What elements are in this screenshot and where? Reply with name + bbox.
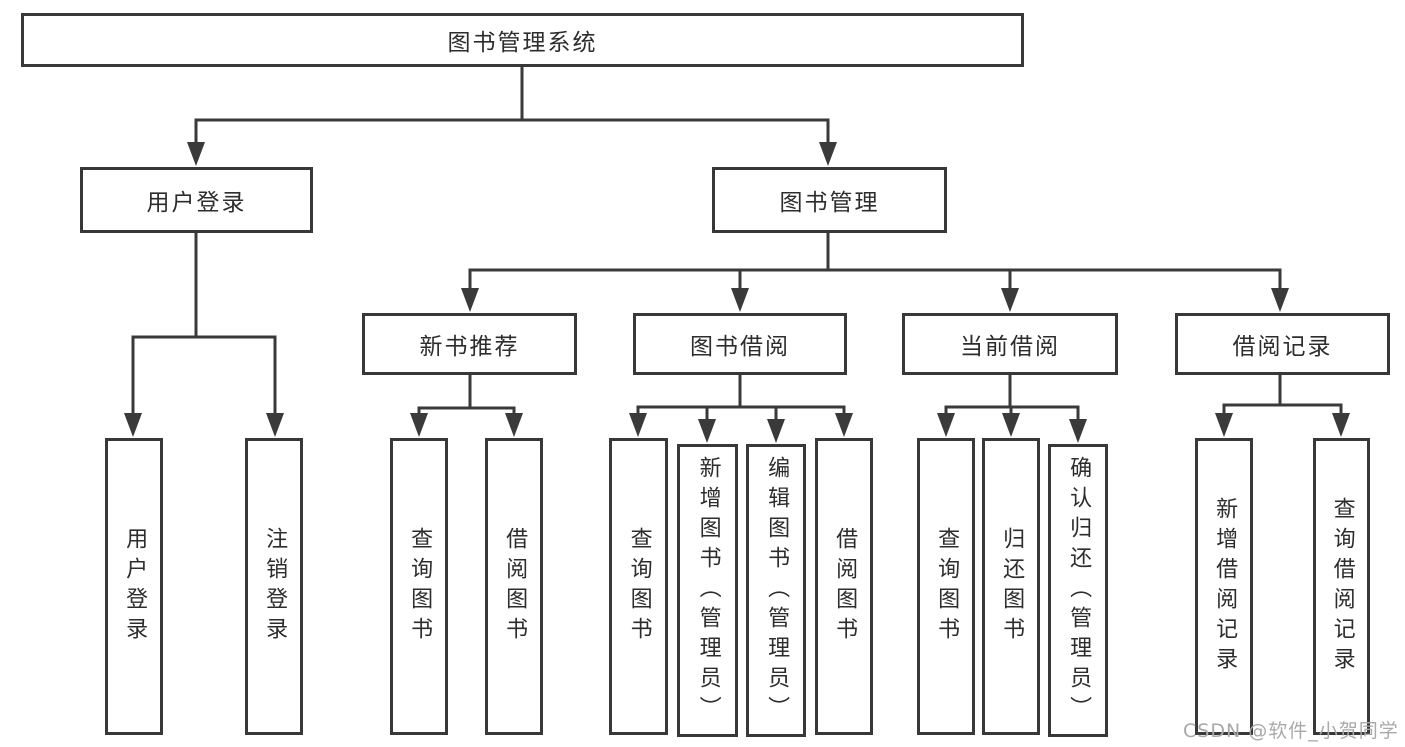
node-label: 查询图书 <box>934 526 960 647</box>
node-borrow-records: 借阅记录 <box>1175 313 1390 375</box>
node-label: 借阅图书 <box>502 526 528 647</box>
node-label: 新增借阅记录 <box>1212 496 1238 677</box>
node-user-login: 用户登录 <box>80 167 313 233</box>
node-label: 新书推荐 <box>419 334 520 360</box>
leaf-records-add-record: 新增借阅记录 <box>1195 438 1253 735</box>
leaf-newbook-borrow-books: 借阅图书 <box>485 438 543 735</box>
node-book-management: 图书管理 <box>712 167 947 233</box>
leaf-user-login: 用户登录 <box>105 438 163 735</box>
leaf-borrow-add-books-admin: 新增图书（管理员） <box>677 444 738 737</box>
node-label: 当前借阅 <box>960 334 1060 360</box>
leaf-logout: 注销登录 <box>245 438 303 735</box>
node-label: 查询借阅记录 <box>1329 496 1355 677</box>
node-label: 注销登录 <box>262 526 288 647</box>
csdn-watermark: CSDN @软件_小贺同学 <box>1183 720 1399 742</box>
node-label: 查询图书 <box>407 526 433 647</box>
node-new-book-recommend: 新书推荐 <box>362 313 577 375</box>
leaf-borrow-query-books: 查询图书 <box>609 438 668 735</box>
node-current-borrow: 当前借阅 <box>902 313 1118 375</box>
node-root-library-system: 图书管理系统 <box>21 13 1024 67</box>
leaf-current-query-books: 查询图书 <box>917 438 975 735</box>
leaf-records-query-record: 查询借阅记录 <box>1313 438 1370 735</box>
leaf-borrow-borrow-books: 借阅图书 <box>815 438 873 735</box>
leaf-borrow-edit-books-admin: 编辑图书（管理员） <box>746 444 806 737</box>
leaf-newbook-query-books: 查询图书 <box>390 438 448 735</box>
node-label: 借阅记录 <box>1232 334 1333 360</box>
node-label: 查询图书 <box>626 526 652 647</box>
node-label: 借阅图书 <box>832 526 858 647</box>
node-label: 图书借阅 <box>690 334 790 360</box>
node-label: 编辑图书（管理员） <box>764 455 790 726</box>
leaf-current-confirm-return-admin: 确认归还（管理员） <box>1048 444 1108 737</box>
node-label: 用户登录 <box>146 190 247 216</box>
leaf-current-return-books: 归还图书 <box>982 438 1040 735</box>
node-label: 用户登录 <box>122 526 148 647</box>
node-label: 确认归还（管理员） <box>1066 455 1092 726</box>
node-label: 图书管理系统 <box>447 30 598 56</box>
node-label: 图书管理 <box>779 190 880 216</box>
node-label: 新增图书（管理员） <box>695 455 721 726</box>
node-book-borrow: 图书借阅 <box>633 313 847 375</box>
node-label: 归还图书 <box>999 526 1025 647</box>
